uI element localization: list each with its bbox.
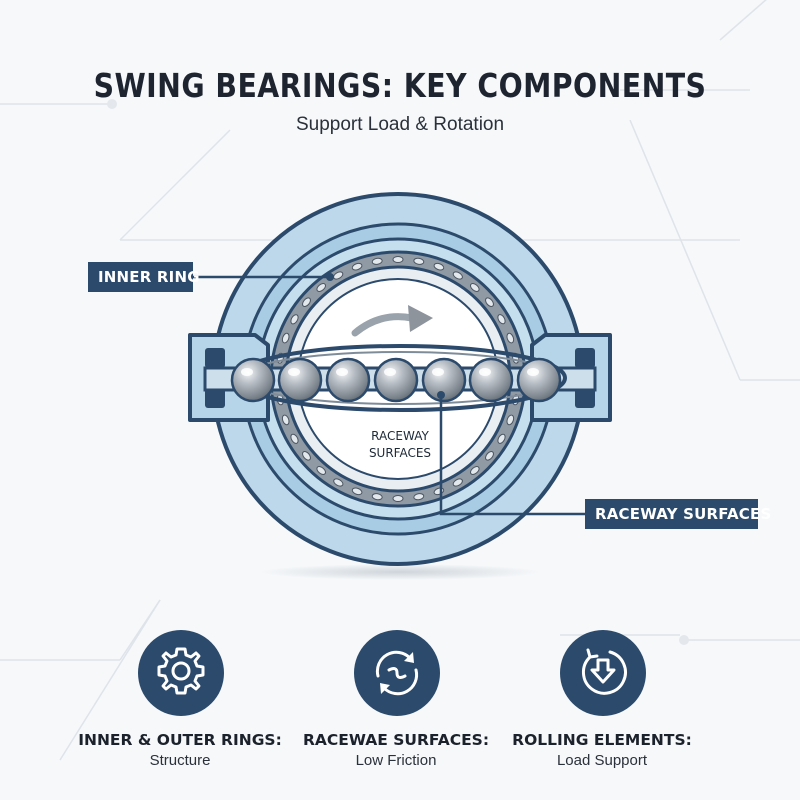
ball-bearing (373, 357, 419, 403)
ball-highlight (479, 368, 491, 376)
roller (433, 262, 445, 271)
roller (290, 314, 299, 325)
ball-bearings-row (230, 357, 562, 403)
rotation-arrow-icon (351, 305, 433, 337)
feature-subtitle-raceway: Low Friction (355, 752, 437, 769)
feature-rings-icon-badge (138, 630, 224, 716)
ball-highlight (432, 368, 444, 376)
ball-highlight (241, 368, 253, 376)
roller (497, 314, 506, 325)
roller (470, 283, 480, 292)
down-arrow-cycle-icon (582, 648, 627, 695)
roller (413, 493, 425, 501)
ball-bearing (230, 357, 276, 403)
roller (302, 297, 311, 307)
feature-subtitle-rolling: Load Support (556, 752, 648, 769)
roller (371, 257, 383, 265)
ball-highlight (336, 368, 348, 376)
callout-line-raceway (439, 395, 585, 516)
roller (281, 332, 290, 344)
page-title: SWING BEARINGS: KEY COMPONENTS (93, 66, 707, 105)
roller (392, 256, 404, 263)
callout-dot-inner-ring (326, 273, 334, 281)
roller (290, 433, 299, 444)
center-label-line1: RACEWAY (371, 429, 429, 443)
feature-rolling-icon-badge (560, 630, 646, 716)
roller (281, 414, 290, 426)
roller (351, 487, 363, 496)
roller (371, 493, 383, 501)
roller (316, 466, 326, 475)
roller (351, 262, 363, 271)
center-label-line2: SURFACES (368, 446, 432, 460)
roller (302, 451, 311, 461)
roller (413, 257, 425, 265)
roller (452, 478, 463, 487)
ball-bearing (516, 357, 562, 403)
ball-highlight (288, 368, 300, 376)
roller (452, 271, 463, 280)
ball-bearing (277, 357, 323, 403)
feature-raceway-icon-badge (354, 630, 440, 716)
feature-subtitle-rings: Structure (149, 752, 211, 769)
gear-icon (157, 647, 205, 695)
roller (506, 332, 515, 344)
ball-highlight (384, 368, 396, 376)
rotate-arrows-icon (375, 650, 419, 696)
roller (485, 451, 494, 461)
ball-bearing (325, 357, 371, 403)
roller (485, 297, 494, 307)
callout-dot-raceway (437, 391, 445, 399)
roller (392, 495, 404, 502)
ball-bearing (468, 357, 514, 403)
ball-highlight (527, 368, 539, 376)
feature-title-raceway: RACEWAE SURFACES: (302, 731, 490, 749)
callout-label-inner-ring: INNER RING (88, 262, 200, 292)
ground-shadow (260, 564, 540, 580)
feature-title-rolling: ROLLING ELEMENTS: (512, 731, 692, 749)
callout-label-raceway-surfaces: RACEWAY SURFACES (585, 499, 771, 529)
roller-elements (275, 256, 521, 502)
roller (506, 414, 515, 426)
page-subtitle: Support Load & Rotation (295, 114, 505, 135)
roller (333, 478, 344, 487)
roller (316, 283, 326, 292)
roller (497, 433, 506, 444)
center-label: RACEWAY SURFACES (345, 428, 455, 462)
feature-title-rings: INNER & OUTER RINGS: (78, 731, 282, 749)
roller (470, 466, 480, 475)
